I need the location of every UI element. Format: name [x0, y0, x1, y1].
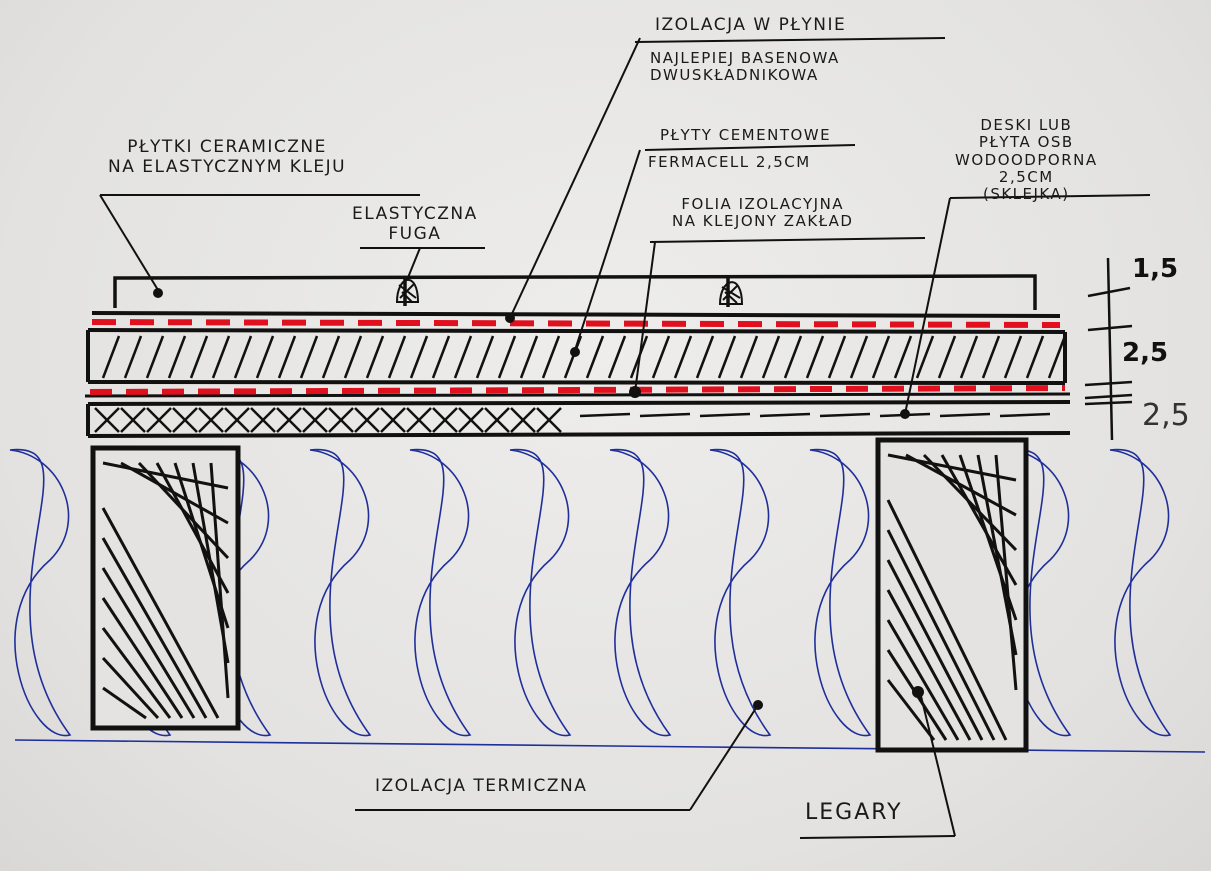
label-liquid-insulation: IZOLACJA W PŁYNIE: [655, 15, 847, 35]
membrane-upper: [91, 319, 1061, 328]
membrane-lower: [89, 385, 1066, 395]
joist-left: [90, 445, 241, 731]
label-osb-boards: DESKI LUB PŁYTA OSB WODOODPORNA 2,5CM (S…: [955, 116, 1098, 203]
grout-joints: [395, 278, 744, 305]
adhesive-line: [91, 311, 1061, 318]
dimension-osb: 2,5: [1142, 398, 1190, 433]
subfloor-boards: [86, 400, 1071, 438]
label-thermal-insulation: IZOLACJA TERMICZNA: [375, 776, 588, 796]
label-elastic-grout: ELASTYCZNA FUGA: [352, 204, 478, 244]
label-cement-boards: PŁYTY CEMENTOWE: [660, 126, 832, 144]
cement-boards: [86, 328, 1067, 385]
leader-dots: [153, 288, 924, 710]
joist-right: [875, 437, 1029, 753]
label-insulating-foil: FOLIA IZOLACYJNA NA KLEJONY ZAKŁAD: [672, 195, 854, 231]
insulating-foil: [84, 392, 1071, 398]
label-ceramic-tiles: PŁYTKI CERAMICZNE NA ELASTYCZNYM KLEJU: [108, 137, 347, 177]
dimension-cement-board: 2,5: [1122, 338, 1169, 368]
label-liquid-insulation-note: NAJLEPIEJ BASENOWA DWUSKŁADNIKOWA: [650, 49, 840, 85]
leader-lines: [99, 37, 1151, 839]
dimension-chain: [1084, 257, 1133, 441]
label-fermacell: FERMACELL 2,5CM: [648, 153, 811, 171]
label-joists: LEGARY: [805, 800, 903, 825]
dimension-tiles: 1,5: [1132, 254, 1179, 284]
ceramic-tiles: [113, 274, 1037, 310]
